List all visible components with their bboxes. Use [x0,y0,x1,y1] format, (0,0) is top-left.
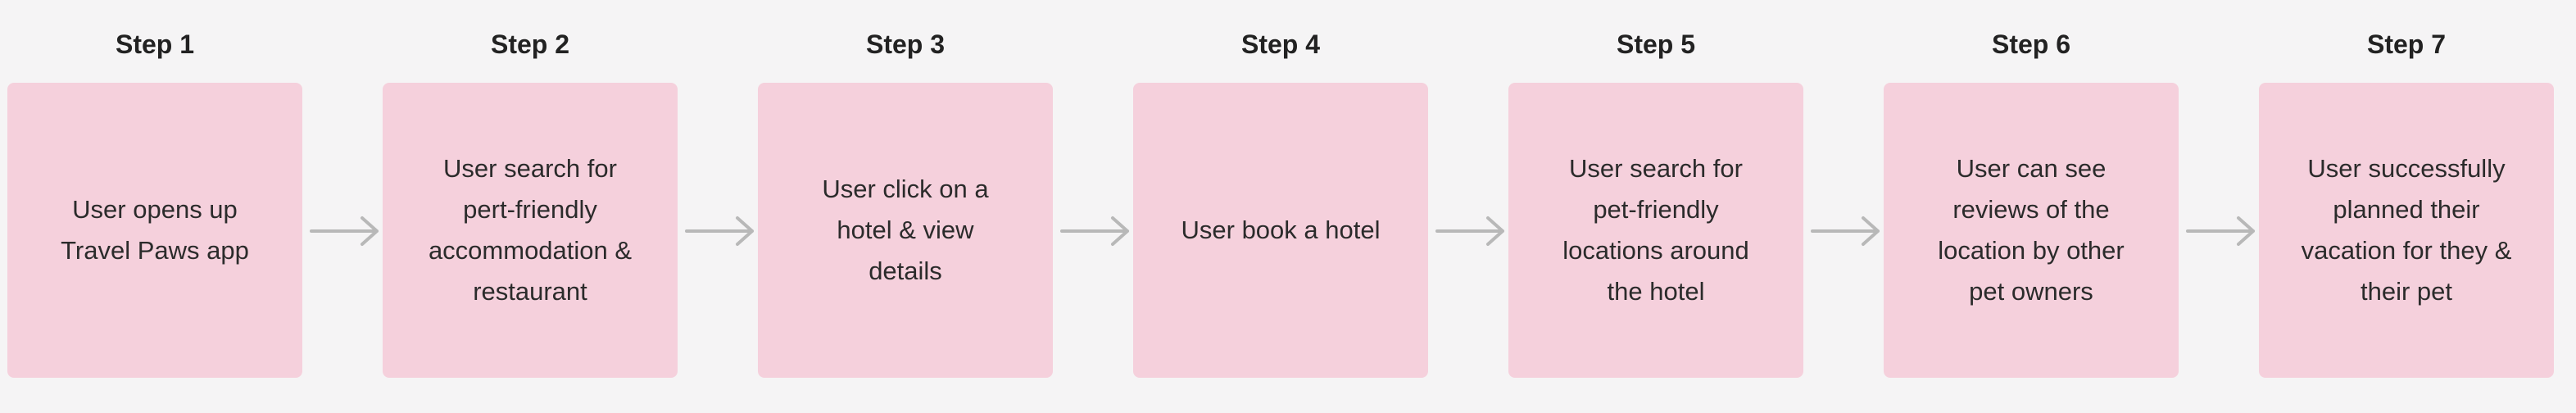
step-4-box: User book a hotel [1133,83,1428,378]
step-5-text: User search for pet-friendly locations a… [1562,154,1749,306]
step-3-text: User click on a hotel & view details [822,175,989,285]
step-6-label: Step 6 [1991,30,2071,59]
arrow-right-icon [308,213,383,249]
arrow-right-icon [1059,213,1134,249]
step-6-box: User can see reviews of the location by … [1884,83,2179,378]
arrow-right-icon [1809,213,1884,249]
step-1-text: User opens up Travel Paws app [61,195,249,265]
step-7-label: Step 7 [2366,30,2447,59]
step-2-label: Step 2 [490,30,570,59]
step-1-box: User opens up Travel Paws app [7,83,302,378]
step-7-text: User successfully planned their vacation… [2301,154,2512,306]
step-4-text: User book a hotel [1181,216,1381,244]
step-4-label: Step 4 [1240,30,1321,59]
step-2-box: User search for pert-friendly accommodat… [383,83,678,378]
step-1-label: Step 1 [115,30,195,59]
arrow-right-icon [2184,213,2260,249]
step-5-box: User search for pet-friendly locations a… [1508,83,1803,378]
step-3-box: User click on a hotel & view details [758,83,1053,378]
arrow-right-icon [1434,213,1509,249]
step-6-text: User can see reviews of the location by … [1938,154,2125,306]
step-5-label: Step 5 [1616,30,1696,59]
step-2-text: User search for pert-friendly accommodat… [428,154,633,306]
step-7-box: User successfully planned their vacation… [2259,83,2554,378]
arrow-right-icon [683,213,759,249]
step-3-label: Step 3 [865,30,946,59]
